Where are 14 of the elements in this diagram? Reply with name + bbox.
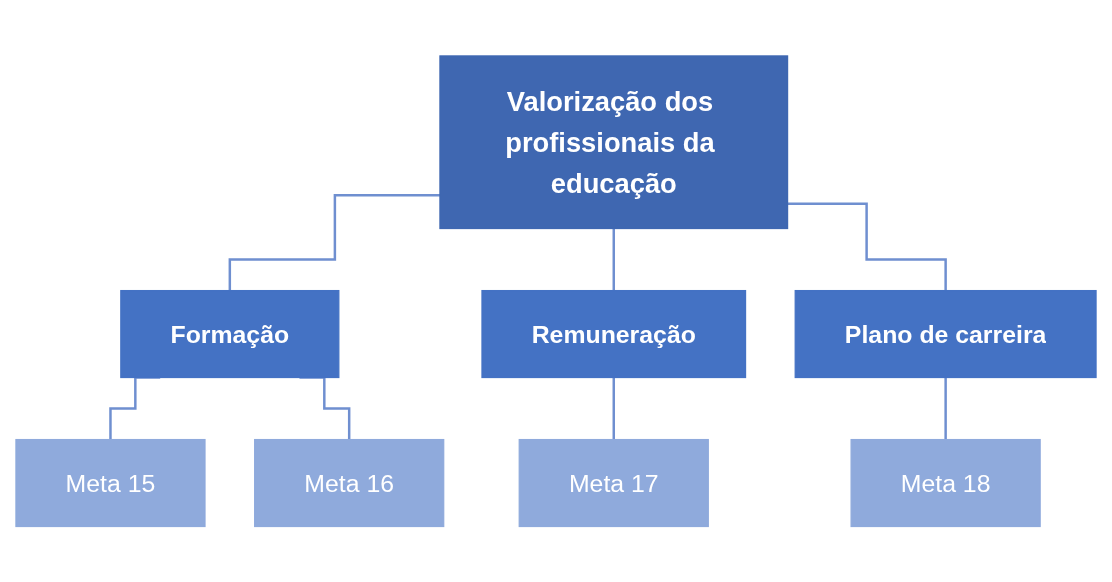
node-box bbox=[254, 438, 445, 527]
connector bbox=[944, 376, 947, 441]
node-box bbox=[850, 438, 1041, 527]
connector bbox=[612, 376, 615, 441]
node-box bbox=[120, 289, 340, 378]
node-box bbox=[439, 55, 789, 229]
connector bbox=[228, 193, 440, 292]
node-box bbox=[481, 289, 747, 378]
node-box bbox=[794, 289, 1097, 378]
connector bbox=[612, 227, 615, 292]
connector bbox=[787, 202, 947, 292]
node-box bbox=[518, 438, 709, 527]
node-box bbox=[15, 438, 206, 527]
org-chart: Valorização dos profissionais da educação Formação Remuneração Plano de carreira Meta 15 Meta 16 Meta 17 Meta 18 bbox=[6, 45, 1106, 537]
